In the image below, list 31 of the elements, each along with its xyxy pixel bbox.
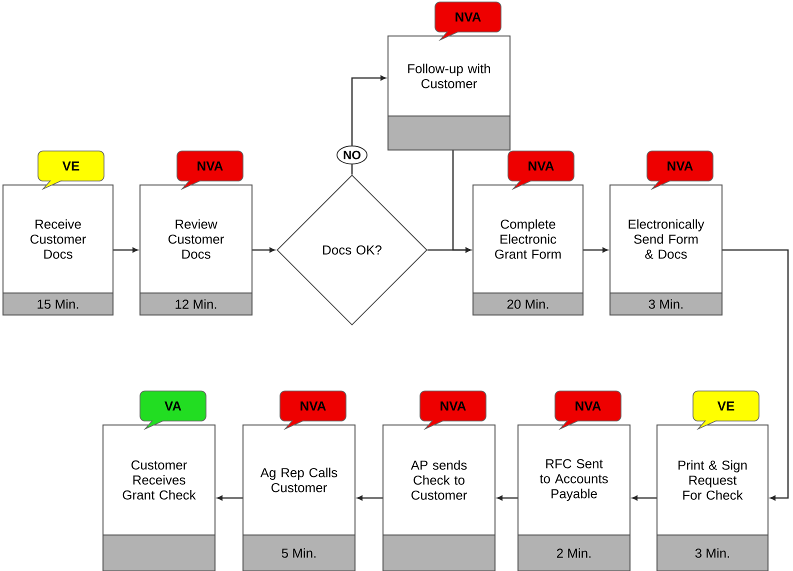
arrow bbox=[351, 76, 386, 176]
arrow bbox=[632, 496, 656, 500]
process-box: Complete Electronic Grant Form 20 Min. bbox=[472, 184, 584, 316]
process-box: Receive Customer Docs 15 Min. bbox=[2, 184, 114, 316]
callout-bubble: NVA bbox=[280, 390, 346, 430]
callout-bubble: NVA bbox=[176, 150, 244, 190]
process-box: Customer Receives Grant Check bbox=[102, 424, 216, 571]
callout-bubble: NVA bbox=[646, 150, 714, 190]
arrow bbox=[217, 496, 242, 500]
process-box: Follow-up with Customer bbox=[388, 36, 510, 150]
arrow bbox=[357, 496, 382, 500]
callout-bubble: NVA bbox=[434, 2, 502, 42]
arrow bbox=[114, 248, 138, 252]
arrow bbox=[252, 248, 275, 252]
callout-bubble: NVA bbox=[554, 390, 622, 430]
process-box: Review Customer Docs 12 Min. bbox=[140, 184, 252, 316]
process-box: Electronically Send Form & Docs 3 Min. bbox=[610, 184, 722, 316]
callout-bubble: VE bbox=[38, 150, 104, 190]
arrow bbox=[497, 496, 518, 500]
arrow bbox=[584, 248, 608, 252]
process-box: Ag Rep Calls Customer 5 Min. bbox=[242, 424, 356, 571]
arrow bbox=[722, 249, 789, 500]
edge-label: NO bbox=[336, 146, 368, 164]
process-box: Print & Sign Request For Check 3 Min. bbox=[656, 424, 768, 571]
arrow bbox=[428, 248, 471, 252]
callout-bubble: VA bbox=[140, 390, 206, 430]
process-box: RFC Sent to Accounts Payable 2 Min. bbox=[518, 424, 630, 571]
process-box: AP sends Check to Customer bbox=[382, 424, 496, 571]
callout-bubble: NVA bbox=[420, 390, 486, 430]
callout-bubble: NVA bbox=[508, 150, 574, 190]
callout-bubble: VE bbox=[692, 390, 760, 430]
